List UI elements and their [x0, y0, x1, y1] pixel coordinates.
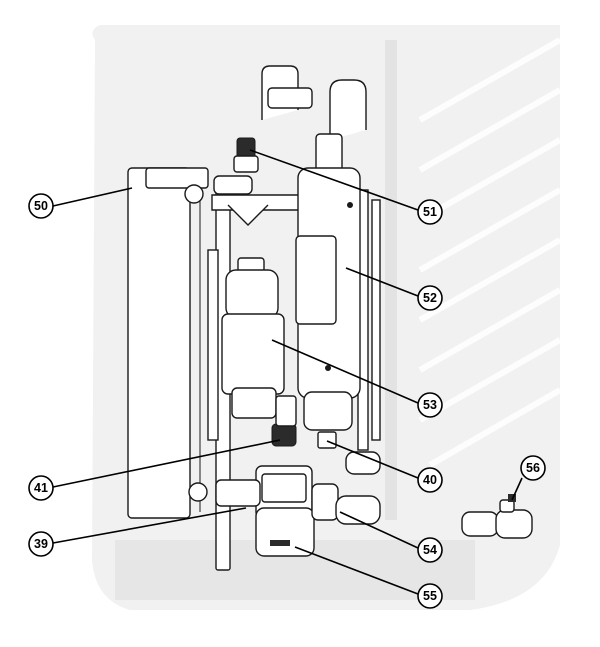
loose-ball-valve: [461, 494, 533, 539]
pressure-sensor: [317, 431, 337, 449]
callout-55: 55: [417, 583, 443, 609]
callout-40-label: 40: [423, 473, 437, 487]
circulation-pump: [215, 451, 381, 557]
callout-56-label: 56: [526, 461, 540, 475]
callout-41: 41: [28, 475, 54, 501]
callout-53: 53: [417, 392, 443, 418]
leader-lines: [52, 149, 523, 595]
callout-50: 50: [28, 193, 54, 219]
callout-55-label: 55: [423, 589, 437, 603]
callout-53-label: 53: [423, 398, 437, 412]
callout-41-label: 41: [34, 481, 48, 495]
callout-56: 56: [520, 455, 546, 481]
connector-valve: [271, 395, 297, 447]
callout-51: 51: [417, 199, 443, 225]
callout-39-label: 39: [34, 537, 48, 551]
plate-heat-exchanger: [127, 167, 209, 519]
callout-52: 52: [417, 285, 443, 311]
callout-52-label: 52: [423, 291, 437, 305]
valve-actuator: [213, 137, 259, 195]
callout-39: 39: [28, 531, 54, 557]
vertical-vessel: [295, 133, 361, 431]
callout-54: 54: [417, 537, 443, 563]
callout-54-label: 54: [423, 543, 437, 557]
callout-50-label: 50: [34, 199, 48, 213]
dirt-separator: [221, 257, 285, 419]
callout-51-label: 51: [423, 205, 437, 219]
callout-40: 40: [417, 467, 443, 493]
